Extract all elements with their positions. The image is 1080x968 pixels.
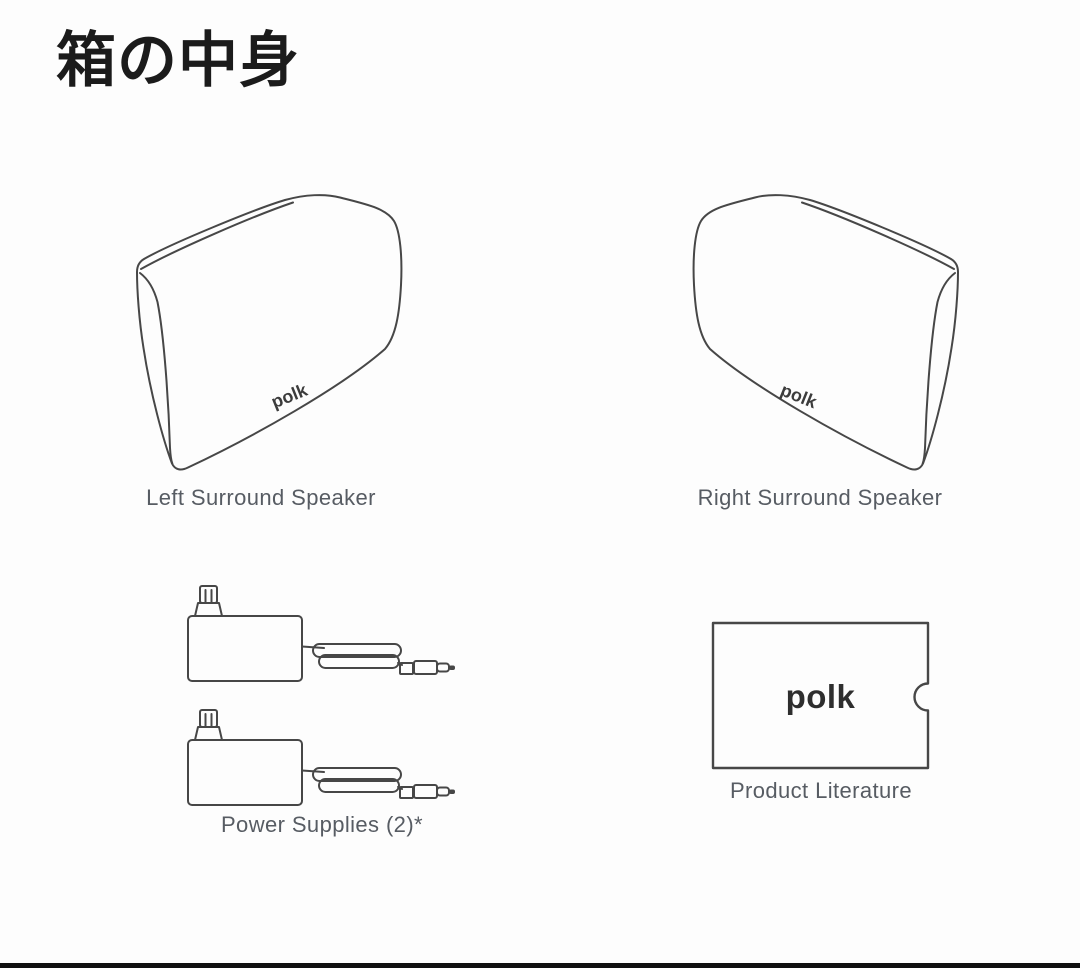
product-literature-label: Product Literature (729, 778, 913, 803)
left-speaker-illustration (136, 194, 403, 471)
power-supply-1-figure (186, 582, 458, 684)
product-literature-figure: polk (711, 621, 930, 770)
product-literature-illustration (711, 621, 930, 770)
right-speaker-figure: polk (690, 190, 960, 475)
right-speaker-illustration (692, 194, 959, 471)
page-title: 箱の中身 (56, 27, 300, 94)
polk-logo-literature: polk (785, 678, 856, 715)
right-speaker-label: Right Surround Speaker (697, 485, 943, 510)
power-supply-illustration (187, 585, 455, 682)
footer-bar (0, 963, 1080, 968)
power-supply-illustration (187, 709, 455, 806)
left-speaker-figure: polk (135, 190, 405, 475)
left-speaker-label: Left Surround Speaker (146, 485, 376, 510)
power-supply-2-figure (186, 706, 458, 808)
power-supplies-label: Power Supplies (2)* (220, 812, 424, 837)
